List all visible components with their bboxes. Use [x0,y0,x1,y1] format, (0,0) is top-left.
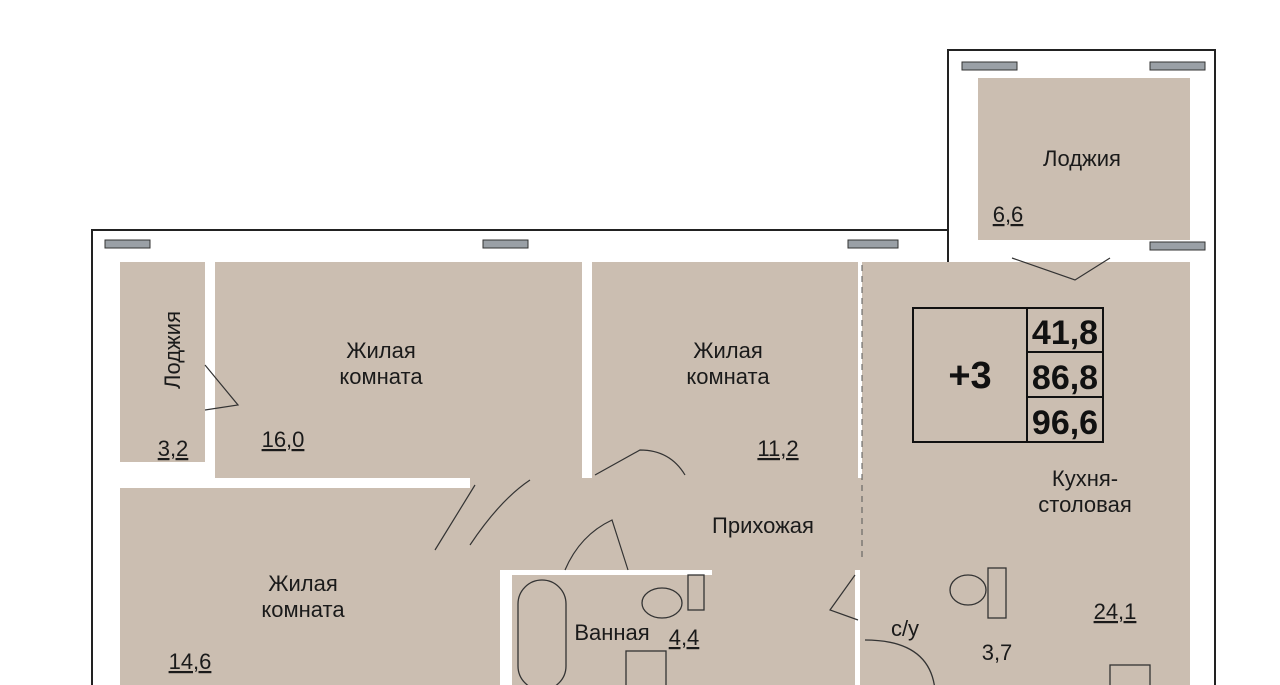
total-area: 86,8 [1032,359,1098,397]
door [204,364,240,411]
room-name: Жилая [693,338,763,363]
bathroom [512,575,712,685]
room-area: 14,6 [169,649,212,674]
wc [860,570,1010,685]
bathtub-icon [517,579,567,685]
hallway-lower [712,565,855,685]
door [434,479,531,551]
toilet-icon [641,587,683,619]
total-with-loggias: 96,6 [1032,404,1098,442]
room-area: 16,0 [262,427,305,452]
door [829,574,859,621]
living-room-2 [592,262,858,478]
room-name: комната [339,364,423,389]
door [1011,257,1111,281]
room-name: Лоджия [160,311,185,389]
room-name: Прихожая [712,513,814,538]
room-name: комната [261,597,345,622]
room-name: Жилая [346,338,416,363]
room-area: 11,2 [757,436,798,461]
room-area: 4,4 [669,625,700,650]
cistern-icon [687,574,705,611]
wc-cistern-icon [987,567,1007,619]
kitchen-lower [1010,640,1190,685]
room-name: Ванная [574,620,649,645]
room-area: 3,2 [158,436,189,461]
hallway [470,478,862,570]
living-room-1 [215,262,582,478]
room-name: столовая [1038,492,1132,517]
window [104,239,151,249]
stove-icon [1109,664,1151,685]
summary-box: +3 41,8 86,8 96,6 [912,307,1104,443]
room-area: 3,7 [982,640,1013,665]
room-name: Лоджия [1043,146,1121,171]
living-area: 41,8 [1032,314,1098,352]
room-name: Жилая [268,571,338,596]
room-area: 24,1 [1094,599,1137,624]
window [1149,241,1206,251]
rooms-count: +3 [948,355,991,397]
loggia-top-room [978,78,1190,240]
window [847,239,899,249]
door [564,519,629,571]
loggia-left-room [120,262,205,462]
washing-machine-icon [625,650,667,685]
room-name: комната [686,364,770,389]
window [1149,61,1206,71]
living-room-3 [120,488,500,685]
room-name: Кухня- [1052,466,1118,491]
room-area: 6,6 [993,202,1024,227]
room-name: с/у [891,616,919,641]
window [961,61,1018,71]
shower-icon [864,639,935,685]
window [482,239,529,249]
wc-toilet-icon [949,574,987,606]
door [594,449,686,476]
